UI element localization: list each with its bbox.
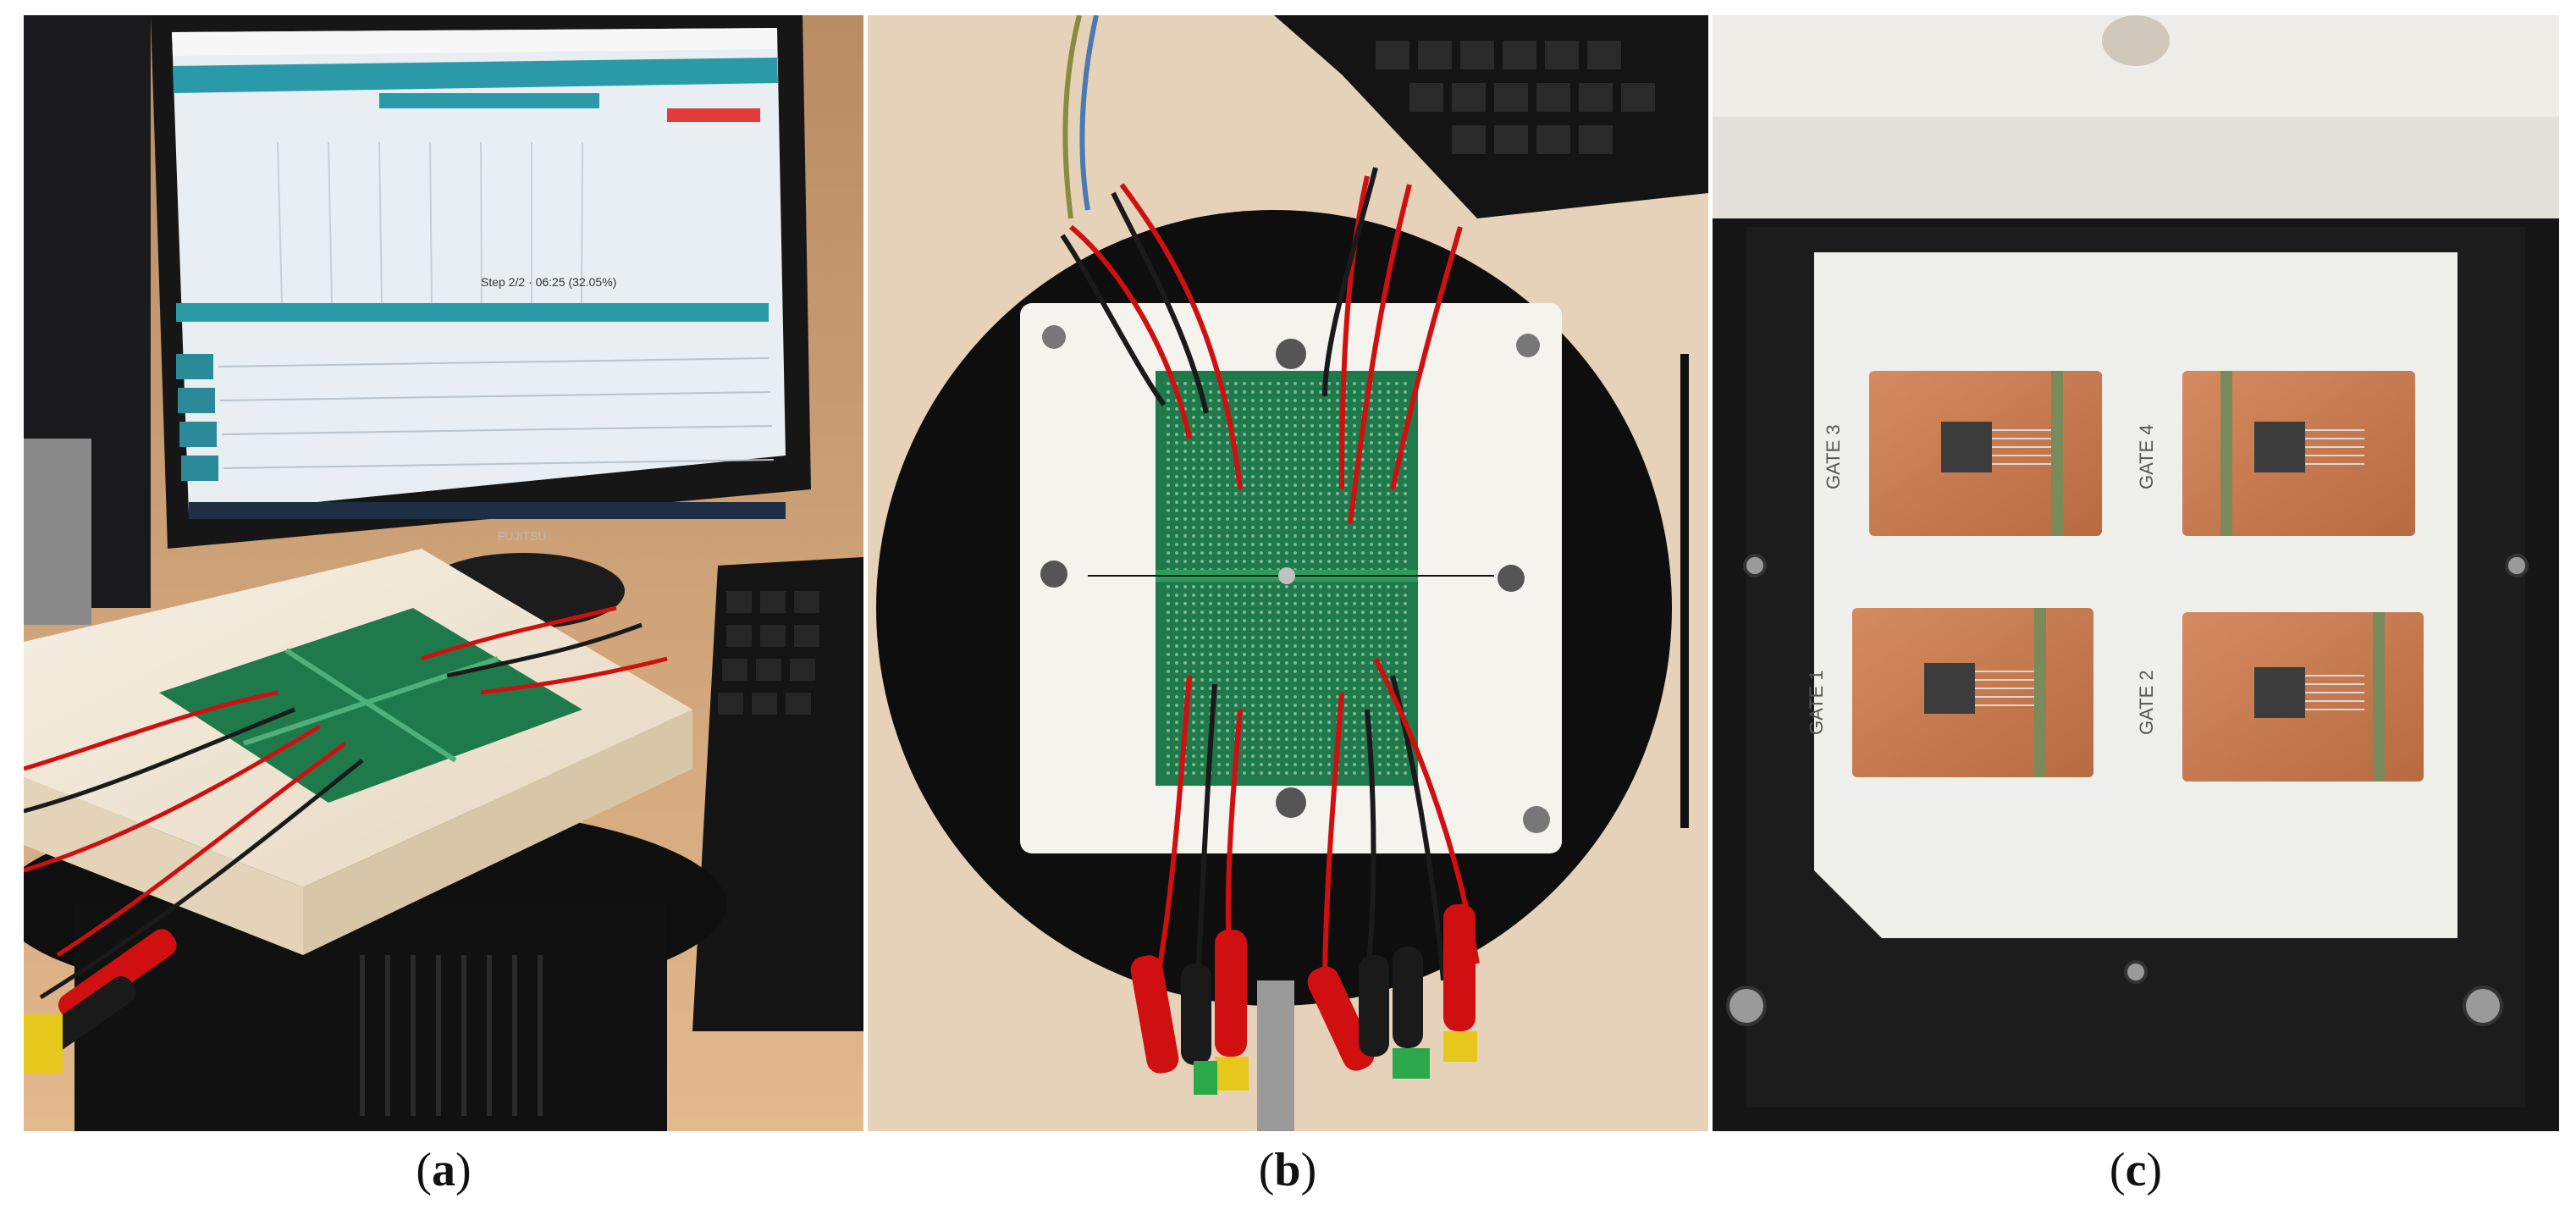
caption-letter: a <box>432 1144 455 1196</box>
caption-close: ) <box>1300 1144 1317 1196</box>
test-board-4: GATE 2 <box>2136 612 2424 781</box>
board-label: GATE 3 <box>1823 424 1844 489</box>
board-label: GATE 1 <box>1806 670 1827 735</box>
board-label: GATE 4 <box>2136 424 2157 489</box>
photo-panel-b <box>868 15 1708 1131</box>
test-board-1: GATE 3 <box>1823 371 2102 536</box>
caption-c: (c) <box>2051 1143 2220 1197</box>
photo-panel-a: Step 2/2 · 06:25 (32.05%) FUJITSU <box>24 15 863 1131</box>
cable <box>1257 980 1294 1131</box>
caption-b: (b) <box>1203 1143 1372 1197</box>
caption-letter: c <box>2125 1144 2147 1196</box>
board-label: GATE 2 <box>2136 670 2157 735</box>
fixture-topview-photo <box>868 15 1708 1131</box>
board-holder-plate <box>1814 252 2457 938</box>
caption-open: ( <box>1258 1144 1275 1196</box>
workstation-photo: Step 2/2 · 06:25 (32.05%) FUJITSU <box>24 15 863 1131</box>
test-board-2: GATE 4 <box>2136 371 2415 536</box>
screen-step-banner: Step 2/2 · 06:25 (32.05%) <box>481 275 616 289</box>
caption-close: ) <box>455 1144 472 1196</box>
caption-a: (a) <box>359 1143 528 1197</box>
banana-plugs <box>1130 904 1477 1095</box>
photo-panel-c: GATE 3 GATE 4 GATE 1 GATE 2 <box>1713 15 2559 1131</box>
monitor-screen <box>172 28 786 515</box>
caption-letter: b <box>1274 1144 1301 1196</box>
caption-open: ( <box>2109 1144 2126 1196</box>
test-boards-photo: GATE 3 GATE 4 GATE 1 GATE 2 <box>1713 15 2559 1131</box>
caption-open: ( <box>416 1144 432 1196</box>
caption-close: ) <box>2146 1144 2163 1196</box>
monitor-brand: FUJITSU <box>498 529 547 543</box>
test-board-3: GATE 1 <box>1806 608 2093 777</box>
